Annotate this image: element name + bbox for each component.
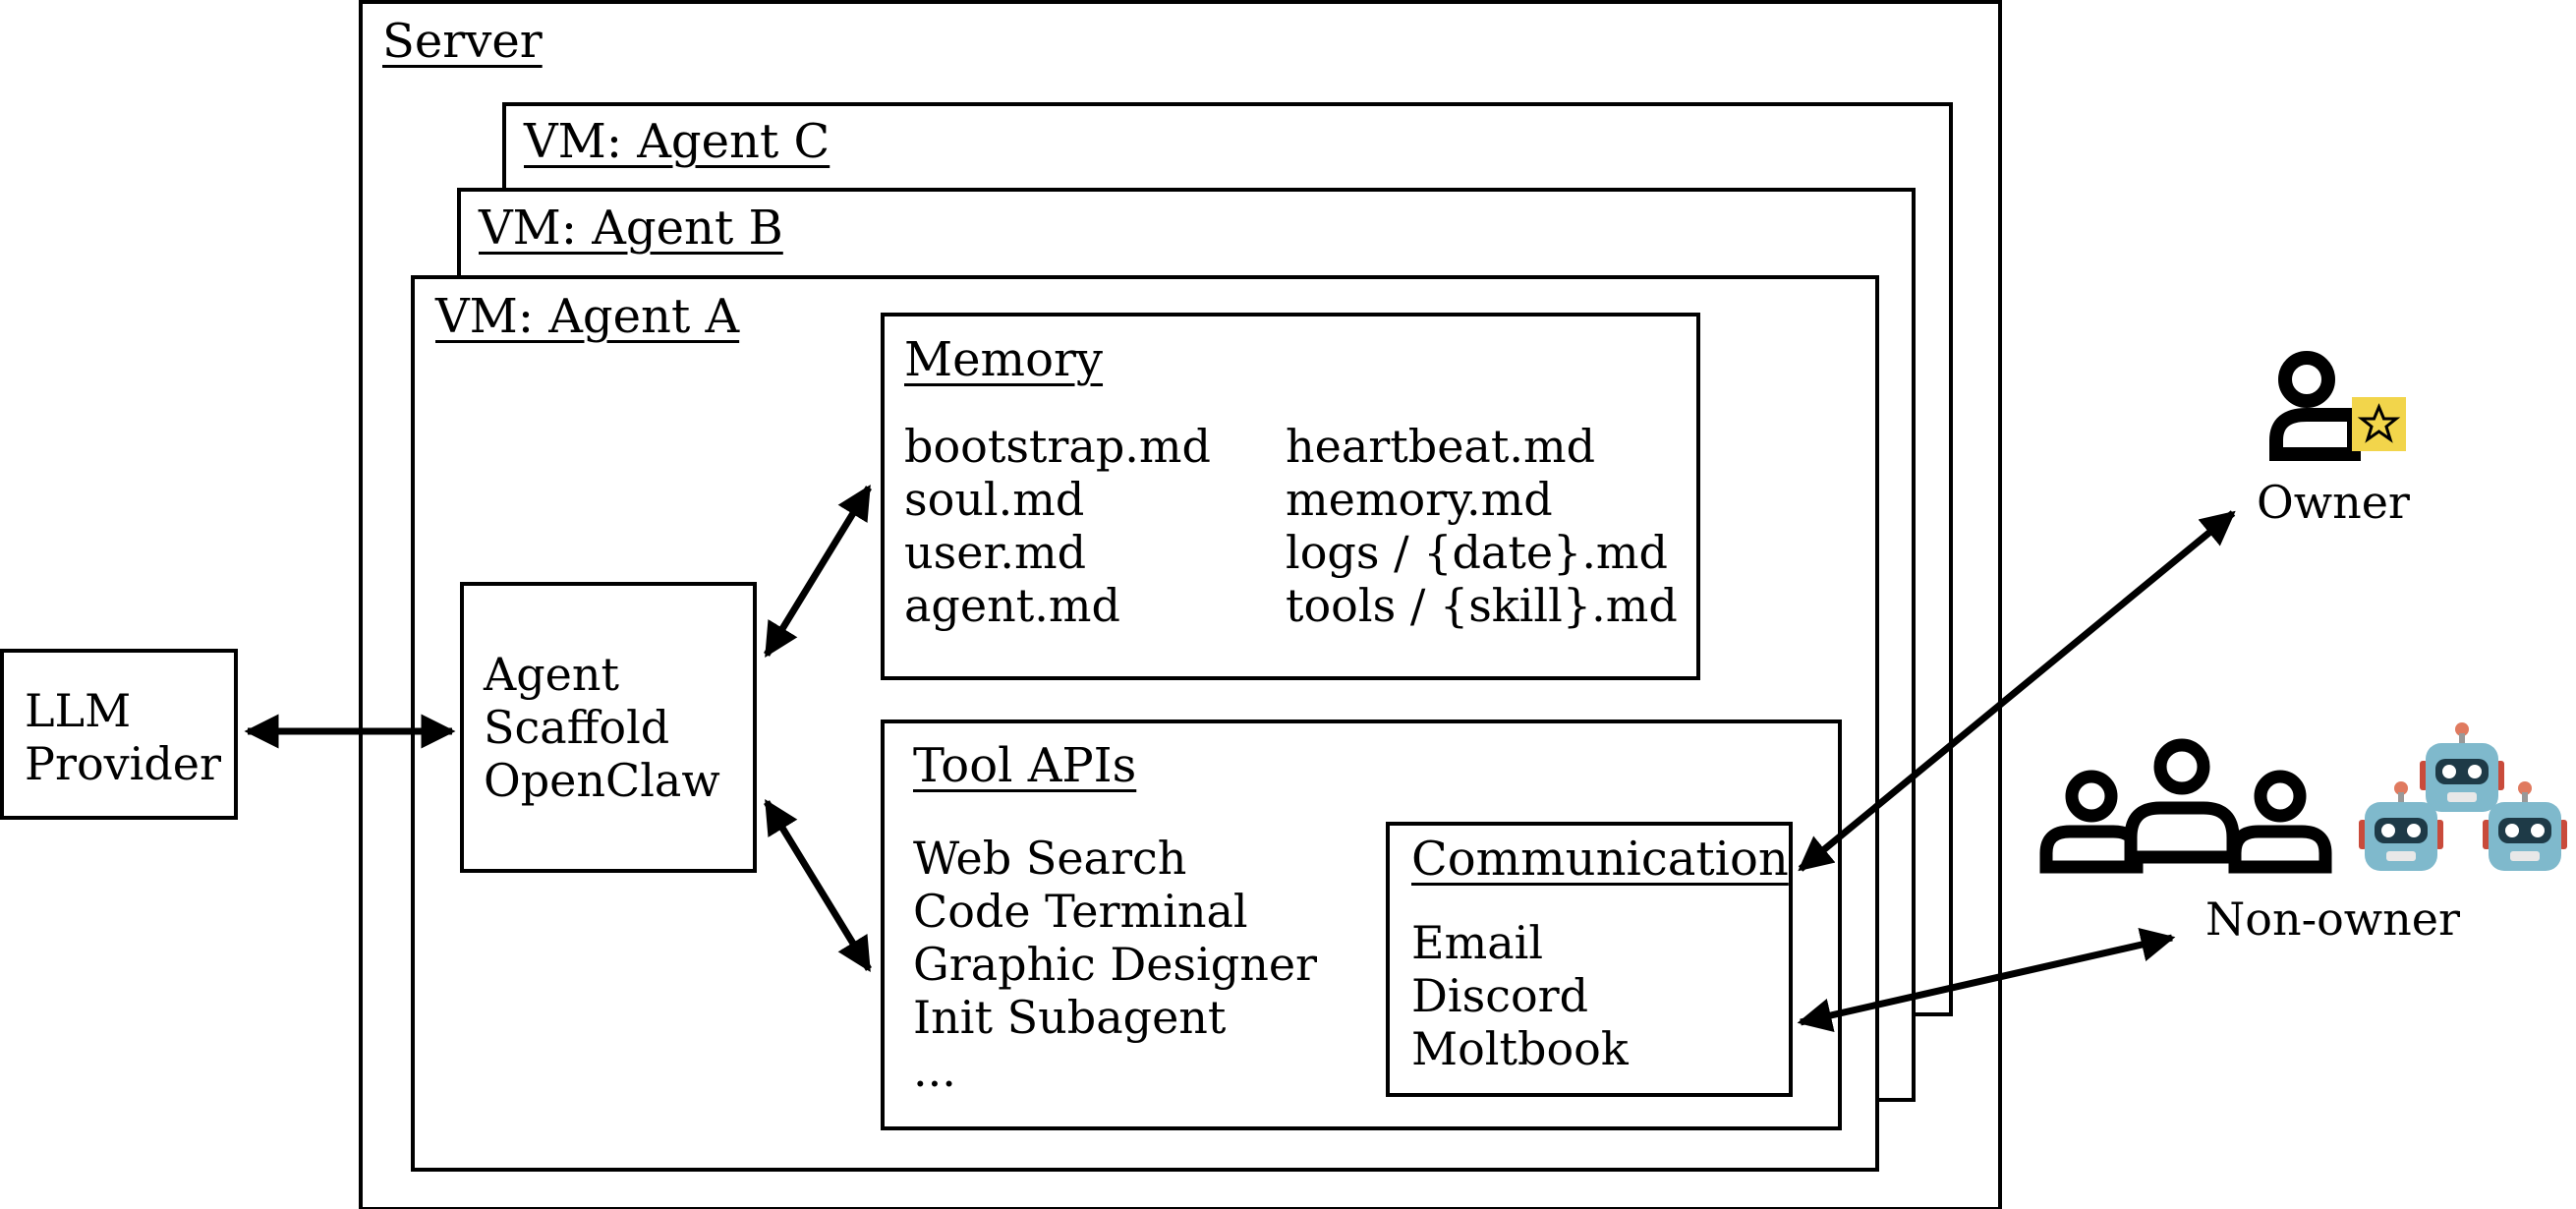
llm-provider-label: LLM Provider	[25, 684, 221, 790]
tool-apis-list: Web Search Code Terminal Graphic Designe…	[913, 832, 1317, 1097]
arrow-communication-nonowner	[1797, 927, 2176, 1033]
tool-api-item: Graphic Designer	[913, 938, 1318, 991]
memory-file: user.md	[904, 526, 1087, 579]
tool-api-item: Code Terminal	[913, 885, 1248, 938]
scaffold-line: Scaffold	[484, 701, 670, 754]
agent-scaffold-box	[460, 582, 757, 873]
nonowner-label: Non-owner	[2205, 892, 2461, 946]
communication-item: Moltbook	[1411, 1022, 1629, 1075]
communication-list: Email Discord Moltbook	[1411, 916, 1629, 1075]
robot-icon	[2483, 781, 2567, 871]
agent-scaffold-label: Agent Scaffold OpenClaw	[484, 648, 720, 807]
tool-api-item: ...	[913, 1044, 956, 1097]
owner-label: Owner	[2257, 476, 2410, 529]
robot-icon	[2420, 722, 2504, 812]
person-star-icon	[2269, 351, 2406, 461]
memory-files-col2: heartbeat.md memory.md logs / {date}.md …	[1286, 420, 1678, 632]
memory-file: tools / {skill}.md	[1286, 579, 1678, 632]
vm-agent-b-title: VM: Agent B	[479, 201, 783, 256]
llm-provider-line: LLM	[25, 684, 132, 737]
memory-title: Memory	[904, 332, 1104, 387]
scaffold-line: Agent	[484, 648, 619, 701]
people-group-icon	[2039, 738, 2332, 874]
communication-box	[1386, 822, 1793, 1097]
tool-api-item: Web Search	[913, 832, 1187, 885]
arrow-communication-owner	[1798, 510, 2236, 872]
memory-file: heartbeat.md	[1286, 420, 1596, 473]
llm-provider-box	[0, 649, 238, 820]
memory-file: logs / {date}.md	[1286, 526, 1669, 579]
scaffold-line: OpenClaw	[484, 754, 720, 807]
tool-api-item: Init Subagent	[913, 991, 1227, 1044]
tool-apis-title: Tool APIs	[913, 738, 1137, 793]
memory-file: bootstrap.md	[904, 420, 1211, 473]
arrow-scaffold-memory	[764, 485, 872, 658]
communication-item: Email	[1411, 916, 1544, 969]
communication-title: Communication	[1411, 832, 1789, 887]
memory-files-col1: bootstrap.md soul.md user.md agent.md	[904, 420, 1211, 632]
robot-icon	[2359, 781, 2443, 871]
memory-file: agent.md	[904, 579, 1120, 632]
memory-box	[881, 313, 1700, 680]
server-title: Server	[382, 14, 543, 69]
vm-agent-c-title: VM: Agent C	[524, 114, 830, 169]
llm-provider-line: Provider	[25, 737, 221, 790]
memory-file: soul.md	[904, 473, 1085, 526]
communication-item: Discord	[1411, 969, 1589, 1022]
arrow-scaffold-tools	[764, 799, 872, 972]
vm-agent-a-title: VM: Agent A	[435, 289, 740, 344]
memory-file: memory.md	[1286, 473, 1553, 526]
